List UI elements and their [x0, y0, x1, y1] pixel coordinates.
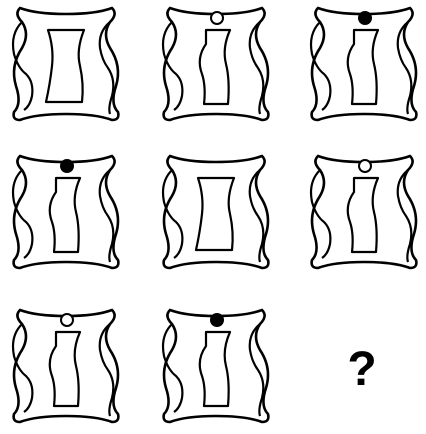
open-dot-icon — [211, 12, 223, 24]
tile-r2-c1 — [13, 156, 118, 268]
tile-r3-c1 — [13, 310, 118, 422]
filled-dot-icon — [359, 12, 371, 24]
missing-tile-question-mark: ? — [332, 340, 392, 400]
tile-r3-c2 — [163, 310, 268, 422]
tile-r1-c1 — [13, 8, 118, 120]
tile-r2-c3 — [311, 156, 416, 268]
inner-slot-straight-slot — [196, 178, 234, 250]
tile-r1-c2 — [163, 8, 268, 120]
open-dot-icon — [359, 160, 371, 172]
inner-slot-straight-slot — [46, 30, 84, 102]
tile-r2-c2 — [163, 156, 268, 268]
filled-dot-icon — [61, 160, 73, 172]
open-dot-icon — [61, 314, 73, 326]
tile-r1-c3 — [311, 8, 416, 120]
filled-dot-icon — [211, 314, 223, 326]
